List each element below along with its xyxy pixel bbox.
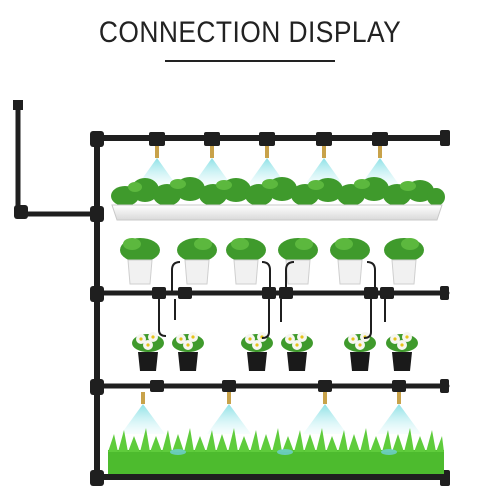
page-title: CONNECTION DISPLAY [98,16,402,49]
tee-mid1-1 [152,287,166,299]
tee-mid2 [90,379,104,395]
white-pot-4 [278,238,318,285]
white-pot-row [120,238,424,293]
bottom-misting-nozzles [121,392,421,434]
long-planter [111,177,445,221]
irrigation-illustration [13,100,450,486]
end-cap-mid1 [440,286,449,300]
drip-lines-row-2 [171,261,376,293]
feed-pipe [15,101,95,217]
tee-mid1-6 [380,287,394,299]
tee-mid2-4 [392,380,406,392]
feed-valve [13,100,23,110]
tee-mid2-2 [222,380,236,392]
tee-top-5 [372,132,388,146]
black-pot-6 [386,332,418,371]
tee-top-2 [204,132,220,146]
feed-elbow [14,205,28,219]
grass-sprinklers [170,449,397,455]
tee-top-3 [259,132,275,146]
tee-top-1 [149,132,165,146]
end-cap-top [440,130,450,146]
tee-mid2-1 [150,380,164,392]
black-pot-row [132,299,418,371]
white-pot-3 [226,238,266,285]
white-pot-6 [384,238,424,285]
elbow-bottom-left [90,470,104,486]
tee-mid1 [90,286,104,302]
end-cap-mid2 [440,379,449,393]
black-pot-3 [241,332,273,371]
white-pot-2 [177,238,217,285]
planter-trough [111,204,443,221]
white-pot-1 [120,238,160,285]
grass-bed [108,428,444,474]
black-pot-2 [172,332,204,371]
drip-lines-row-3 [158,299,386,339]
tee-top-4 [316,132,332,146]
tee-feed [90,206,104,222]
tee-mid1-2 [178,287,192,299]
tee-mid2-3 [318,380,332,392]
black-pot-5 [344,332,376,371]
elbow-top-left [90,131,104,147]
black-pot-4 [281,332,313,371]
black-pot-1 [132,332,164,371]
white-pot-5 [330,238,370,285]
title-underline [165,60,335,62]
